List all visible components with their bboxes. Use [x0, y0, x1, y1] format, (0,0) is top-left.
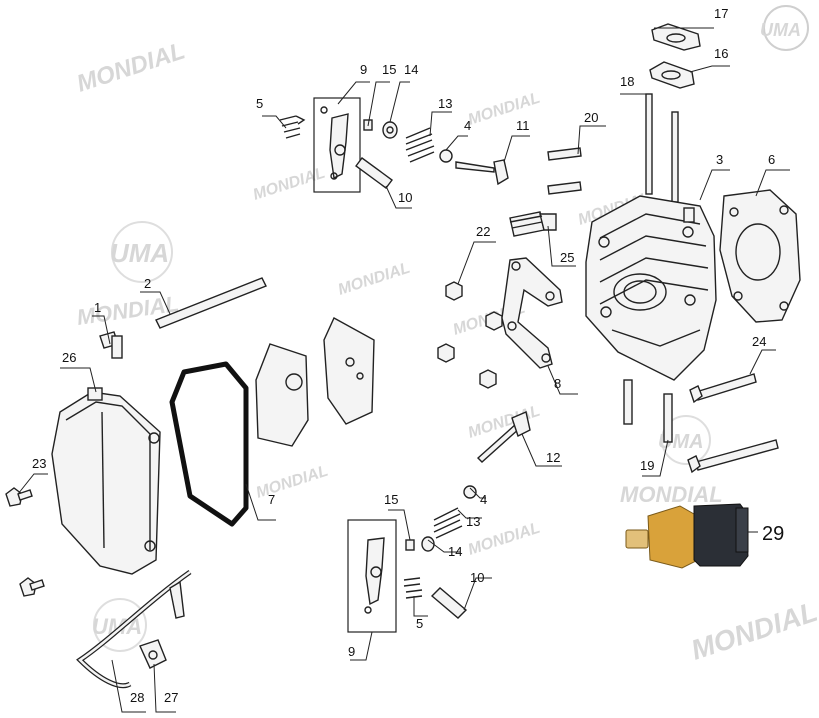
- watermark: MONDIAL: [336, 260, 412, 299]
- watermark: MONDIAL: [251, 165, 327, 204]
- part-26-valve-cover: [51, 387, 161, 575]
- callout-28: 28: [130, 690, 144, 705]
- part-19-dowel-pins: [623, 379, 673, 443]
- part-14-washer-bottom: [421, 536, 435, 552]
- part-12-valve-bottom: [476, 411, 531, 463]
- callout-2: 2: [144, 276, 151, 291]
- part-14-washer-top: [382, 121, 398, 139]
- part-9-rocker-arm-top: [313, 97, 361, 193]
- callout-5-bottom: 5: [416, 616, 423, 631]
- callout-8: 8: [554, 376, 561, 391]
- callout-16: 16: [714, 46, 728, 61]
- callout-labels: 17 16 18 20 3 6 25 22 8 24 19 29 2 1 26 …: [32, 6, 784, 705]
- uma-logo: UMA: [92, 598, 147, 652]
- part-10-shaft-top: [355, 157, 393, 189]
- part-5-spring-top: [279, 115, 306, 139]
- callout-13-top: 13: [438, 96, 452, 111]
- part-4-valve-keeper-top: [439, 149, 453, 163]
- part-20-dowel-pins: [547, 147, 582, 195]
- part-25-spark-plug: [509, 211, 557, 237]
- callout-5-top: 5: [256, 96, 263, 111]
- watermark: MONDIAL: [466, 90, 542, 129]
- part-24-long-bolts: [687, 373, 779, 474]
- part-8-guide-plate: [501, 257, 563, 369]
- part-13-valve-spring-top: [405, 127, 435, 163]
- callout-22: 22: [476, 224, 490, 239]
- callout-13-bottom: 13: [466, 514, 480, 529]
- callout-3: 3: [716, 152, 723, 167]
- callout-14-bottom: 14: [448, 544, 462, 559]
- part-2-rod: [155, 277, 267, 329]
- part-7-cover-gasket: [169, 361, 249, 527]
- callout-1: 1: [94, 300, 101, 315]
- uma-logo: UMA: [110, 221, 173, 283]
- part-17-gasket: [651, 23, 701, 51]
- cover-plates: [255, 317, 375, 447]
- uma-logo: UMA: [760, 5, 809, 51]
- callout-10-top: 10: [398, 190, 412, 205]
- watermark: MONDIAL: [254, 463, 330, 502]
- part-3-cylinder-head: [585, 195, 717, 381]
- part-5-spring-bottom: [403, 577, 423, 599]
- callout-26: 26: [62, 350, 76, 365]
- callout-24: 24: [752, 334, 766, 349]
- logo-text: UMA: [760, 20, 801, 40]
- callout-23: 23: [32, 456, 46, 471]
- watermark: MONDIAL: [74, 37, 189, 97]
- callout-17: 17: [714, 6, 728, 21]
- callout-15-top: 15: [382, 62, 396, 77]
- callout-15-bottom: 15: [384, 492, 398, 507]
- logo-text: UMA: [110, 238, 169, 268]
- callout-27: 27: [164, 690, 178, 705]
- part-4-valve-keeper-bottom: [463, 485, 477, 499]
- callout-19: 19: [640, 458, 654, 473]
- part-9-rocker-arm-bottom: [347, 519, 397, 633]
- part-1-breather-nipple: [99, 331, 123, 359]
- callout-4-top: 4: [464, 118, 471, 133]
- callout-9-bottom: 9: [348, 644, 355, 659]
- part-10-shaft-bottom: [430, 587, 468, 619]
- callout-4-bottom: 4: [480, 492, 487, 507]
- part-27-gasket: [139, 639, 167, 669]
- part-29-temperature-sensor: [625, 503, 749, 569]
- part-16-gasket: [649, 61, 695, 89]
- leader-lines: [17, 27, 790, 713]
- part-6-head-gasket: [719, 189, 801, 323]
- part-28-breather-pipe: [76, 569, 192, 689]
- part-11-valve-top: [455, 159, 509, 186]
- watermark: MONDIAL: [620, 482, 723, 507]
- callout-12: 12: [546, 450, 560, 465]
- part-15-pin-bottom: [405, 539, 415, 551]
- part-13-valve-spring-bottom: [433, 507, 463, 539]
- callout-18: 18: [620, 74, 634, 89]
- callout-14-top: 14: [404, 62, 418, 77]
- callout-25: 25: [560, 250, 574, 265]
- callout-6: 6: [768, 152, 775, 167]
- logos: UMA UMA UMA UMA: [92, 5, 809, 652]
- part-18-stud-bolts: [645, 93, 679, 203]
- callout-11: 11: [516, 118, 530, 133]
- part-22-nuts: [437, 281, 503, 389]
- callout-20: 20: [584, 110, 598, 125]
- callout-10-bottom: 10: [470, 570, 484, 585]
- callout-29: 29: [762, 523, 784, 545]
- watermark: MONDIAL: [687, 596, 819, 666]
- part-23-bolts: [5, 487, 45, 597]
- callout-9-top: 9: [360, 62, 367, 77]
- callout-7: 7: [268, 492, 275, 507]
